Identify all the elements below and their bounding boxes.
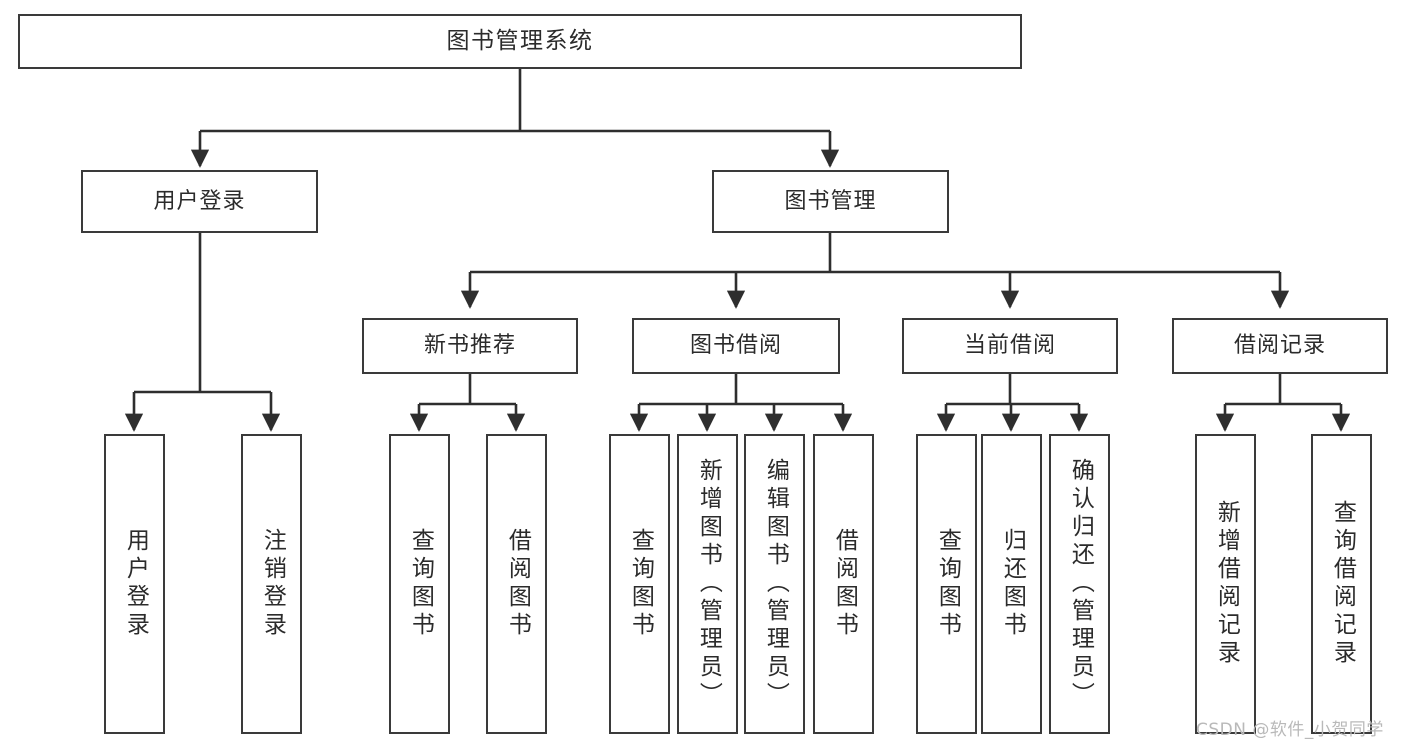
node-leaf-query-borrow-record-label: 查询借阅记录 <box>1329 500 1356 668</box>
node-leaf-query-book-3[interactable]: 查询图书 <box>916 434 977 734</box>
node-leaf-user-login-label: 用户登录 <box>122 528 149 640</box>
node-leaf-query-book-2[interactable]: 查询图书 <box>609 434 670 734</box>
node-book-management[interactable]: 图书管理 <box>712 170 949 233</box>
node-leaf-query-borrow-record[interactable]: 查询借阅记录 <box>1311 434 1372 734</box>
node-leaf-query-book-2-label: 查询图书 <box>627 528 654 640</box>
node-new-book-recommend[interactable]: 新书推荐 <box>362 318 578 374</box>
node-leaf-borrow-book-2[interactable]: 借阅图书 <box>813 434 874 734</box>
node-leaf-logout-login-label: 注销登录 <box>259 528 286 640</box>
node-user-login-label: 用户登录 <box>153 188 246 214</box>
node-leaf-query-book-1[interactable]: 查询图书 <box>389 434 450 734</box>
node-leaf-borrow-book-2-label: 借阅图书 <box>831 528 858 640</box>
node-leaf-user-login[interactable]: 用户登录 <box>104 434 165 734</box>
node-leaf-logout-login[interactable]: 注销登录 <box>241 434 302 734</box>
node-leaf-add-borrow-record-label: 新增借阅记录 <box>1213 500 1240 668</box>
node-current-borrow-label: 当前借阅 <box>963 333 1056 359</box>
node-borrow-record-label: 借阅记录 <box>1233 333 1326 359</box>
node-book-management-label: 图书管理 <box>784 188 877 214</box>
node-leaf-add-borrow-record[interactable]: 新增借阅记录 <box>1195 434 1256 734</box>
node-leaf-query-book-3-label: 查询图书 <box>934 528 961 640</box>
node-leaf-add-book-label: 新增图书（管理员） <box>695 458 722 710</box>
node-leaf-confirm-return-label: 确认归还（管理员） <box>1067 458 1094 710</box>
node-leaf-return-book-label: 归还图书 <box>999 528 1026 640</box>
node-leaf-confirm-return[interactable]: 确认归还（管理员） <box>1049 434 1110 734</box>
node-borrow-record[interactable]: 借阅记录 <box>1172 318 1388 374</box>
node-leaf-borrow-book-1-label: 借阅图书 <box>504 528 531 640</box>
node-root-label: 图书管理系统 <box>446 27 594 54</box>
node-leaf-add-book[interactable]: 新增图书（管理员） <box>677 434 738 734</box>
node-root[interactable]: 图书管理系统 <box>18 14 1022 69</box>
csdn-watermark: CSDN @软件_小贺同学 <box>1196 720 1384 740</box>
node-leaf-edit-book[interactable]: 编辑图书（管理员） <box>744 434 805 734</box>
node-leaf-borrow-book-1[interactable]: 借阅图书 <box>486 434 547 734</box>
node-leaf-query-book-1-label: 查询图书 <box>407 528 434 640</box>
node-book-borrow[interactable]: 图书借阅 <box>632 318 840 374</box>
node-leaf-edit-book-label: 编辑图书（管理员） <box>762 458 789 710</box>
node-user-login[interactable]: 用户登录 <box>81 170 318 233</box>
node-leaf-return-book[interactable]: 归还图书 <box>981 434 1042 734</box>
node-current-borrow[interactable]: 当前借阅 <box>902 318 1118 374</box>
node-book-borrow-label: 图书借阅 <box>689 333 782 359</box>
node-new-book-recommend-label: 新书推荐 <box>423 333 516 359</box>
